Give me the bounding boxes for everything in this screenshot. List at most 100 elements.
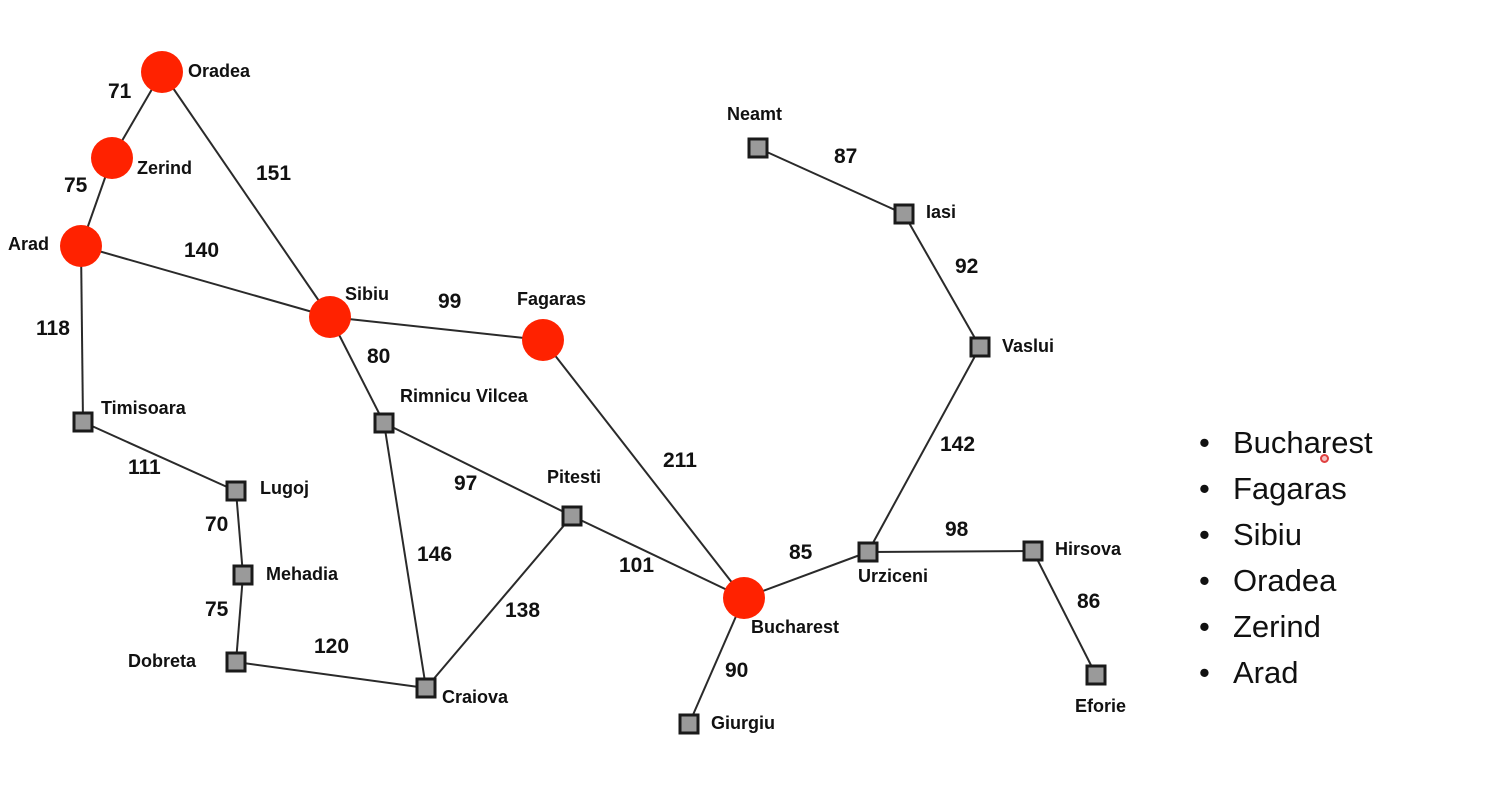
node-mehadia [232,564,254,586]
edge-lugoj-mehadia [235,490,244,576]
path-list-item: • Sibiu [1195,512,1373,558]
path-list-item: • Oradea [1195,558,1373,604]
path-list-item-label: Bucharest [1233,425,1373,460]
edge-rimnicu-craiova [383,422,427,689]
edge-weight-arad-timisoara: 118 [36,317,70,340]
edge-weight-sibiu-rimnicu: 80 [367,345,390,368]
bullet-icon: • [1199,609,1210,644]
edge-weight-urziceni-vaslui: 142 [940,433,975,456]
node-craiova [415,677,437,699]
edge-bucharest-urziceni [743,551,869,599]
edge-urziceni-hirsova [867,550,1034,553]
edge-arad-sibiu [80,245,331,318]
edges-layer [80,71,1097,725]
city-label-zerind: Zerind [137,158,192,178]
node-giurgiu [678,713,700,735]
node-sibiu-visited [309,296,351,338]
node-rimnicu [373,412,395,434]
city-label-eforie: Eforie [1075,696,1126,716]
city-label-giurgiu: Giurgiu [711,713,775,733]
path-list: • Bucharest • Fagaras • Sibiu • Oradea •Zeri… [1195,420,1373,696]
city-label-rimnicu: Rimnicu Vilcea [400,386,529,406]
node-lugoj [225,480,247,502]
edge-weight-iasi-neamt: 87 [834,145,857,168]
path-list-item: • Arad [1195,650,1373,696]
edge-rimnicu-pitesti [383,422,573,517]
edge-arad-timisoara [80,245,84,423]
city-label-iasi: Iasi [926,202,956,222]
edge-weight-vaslui-iasi: 92 [955,255,978,278]
edge-dobreta-craiova [235,661,427,689]
edge-craiova-pitesti [425,515,573,689]
node-fagaras-visited [522,319,564,361]
bullet-icon: • [1199,471,1210,506]
edge-weight-bucharest-urziceni: 85 [789,541,813,564]
city-label-arad: Arad [8,234,49,254]
city-label-hirsova: Hirsova [1055,539,1122,559]
edge-weight-dobreta-craiova: 120 [314,635,349,658]
node-hirsova [1022,540,1044,562]
bullet-icon: • [1199,655,1210,690]
edge-iasi-neamt [757,147,905,215]
edge-mehadia-dobreta [235,574,244,663]
node-vaslui [969,336,991,358]
node-dobreta [225,651,247,673]
city-label-mehadia: Mehadia [266,564,339,584]
edge-fagaras-bucharest [542,339,745,599]
path-list-item-label: Sibiu [1233,517,1302,552]
edge-vaslui-iasi [903,213,981,348]
node-timisoara [72,411,94,433]
edge-weight-bucharest-giurgiu: 90 [725,659,748,682]
edge-oradea-sibiu [161,71,331,318]
city-label-pitesti: Pitesti [547,467,601,487]
path-list-item-label: Arad [1233,655,1299,690]
edge-urziceni-vaslui [867,346,981,553]
node-pitesti [561,505,583,527]
path-list-item: • Fagaras [1195,466,1373,512]
city-label-sibiu: Sibiu [345,284,389,304]
path-list-item: • Bucharest [1195,420,1373,466]
edge-weight-hirsova-eforie: 86 [1077,590,1100,613]
edge-weight-fagaras-bucharest: 211 [663,449,697,472]
city-label-lugoj: Lugoj [260,478,309,498]
edge-weight-sibiu-fagaras: 99 [438,290,461,313]
path-list-item: •Zerind [1195,604,1373,650]
node-urziceni [857,541,879,563]
edge-weight-rimnicu-pitesti: 97 [454,472,477,495]
city-label-bucharest: Bucharest [751,617,839,637]
edge-weight-lugoj-mehadia: 70 [205,513,228,536]
node-neamt [747,137,769,159]
edge-weight-timisoara-lugoj: 111 [128,456,161,479]
edge-weight-craiova-pitesti: 138 [505,599,540,622]
city-label-oradea: Oradea [188,61,251,81]
edge-weight-oradea-zerind: 71 [108,80,132,103]
node-eforie [1085,664,1107,686]
edge-weights-layer: 7175151140118111707512099801469713810121… [36,80,1100,682]
path-list-item-label: Oradea [1233,563,1337,598]
bullet-icon: • [1199,425,1210,460]
edge-weight-oradea-sibiu: 151 [256,162,291,185]
edge-weight-zerind-arad: 75 [64,174,88,197]
edge-weight-arad-sibiu: 140 [184,239,219,262]
edge-weight-mehadia-dobreta: 75 [205,598,229,621]
city-label-urziceni: Urziceni [858,566,928,586]
edge-timisoara-lugoj [82,421,237,492]
edge-pitesti-bucharest [571,515,745,599]
node-iasi [893,203,915,225]
edge-hirsova-eforie [1032,550,1097,676]
edge-weight-pitesti-bucharest: 101 [619,554,654,577]
nodes-layer [60,51,1107,735]
node-zerind-visited [91,137,133,179]
mouse-pointer-icon [1320,454,1329,463]
city-label-dobreta: Dobreta [128,651,197,671]
path-list-item-label: Fagaras [1233,471,1347,506]
node-arad-visited [60,225,102,267]
city-label-timisoara: Timisoara [101,398,187,418]
city-label-vaslui: Vaslui [1002,336,1054,356]
edge-weight-urziceni-hirsova: 98 [945,518,969,541]
bullet-icon: • [1199,517,1210,552]
node-oradea-visited [141,51,183,93]
bullet-icon: • [1199,563,1210,598]
